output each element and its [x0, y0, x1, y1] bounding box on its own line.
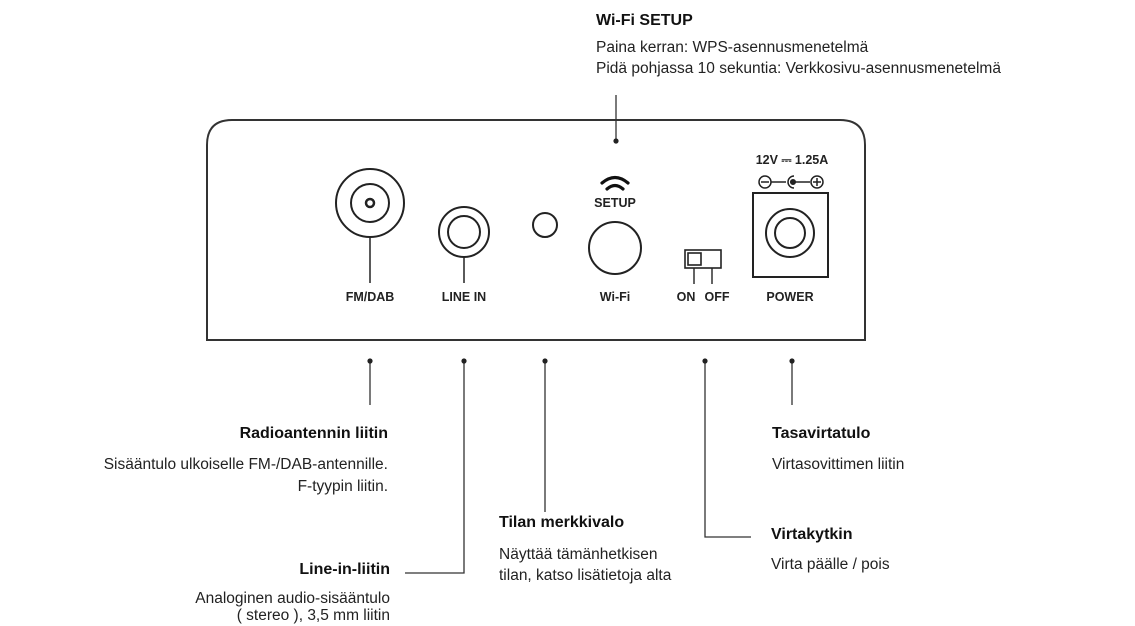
wifi-setup-line-2: Pidä pohjassa 10 sekuntia: Verkkosivu-as…	[596, 60, 1001, 77]
device-panel-outline	[206, 119, 866, 341]
power-rating-label: 12V ⎓ 1.25A	[756, 153, 829, 167]
line-in-callout-line-1: Analoginen audio-sisääntulo	[195, 590, 390, 607]
line-in-jack	[438, 206, 490, 283]
dc-in-callout-title: Tasavirtatulo	[772, 425, 871, 442]
switch-callout-title: Virtakytkin	[771, 526, 853, 543]
antenna-callout-title: Radioantennin liitin	[239, 425, 388, 442]
antenna-callout-line-2: F-tyypin liitin.	[297, 478, 388, 495]
fm-dab-label: FM/DAB	[346, 290, 395, 304]
wifi-label: Wi-Fi	[600, 290, 630, 304]
switch-callout-line-1: Virta päälle / pois	[771, 556, 890, 573]
wifi-signal-icon	[600, 175, 630, 191]
wifi-setup-leader-dot	[613, 138, 619, 144]
dc-power-socket	[752, 192, 829, 278]
dc-in-callout-line-1: Virtasovittimen liitin	[772, 456, 905, 473]
status-callout-line-1: Näyttää tämänhetkisen	[499, 546, 658, 563]
callout-leader-lines	[369, 362, 793, 574]
status-callout-title: Tilan merkkivalo	[499, 514, 625, 531]
line-in-label: LINE IN	[442, 290, 486, 304]
status-callout-line-2: tilan, katso lisätietoja alta	[499, 567, 672, 584]
status-led	[532, 212, 558, 238]
setup-label: SETUP	[594, 196, 636, 210]
wifi-setup-title: Wi-Fi SETUP	[596, 12, 693, 29]
power-switch	[684, 249, 722, 284]
callout-leader-dots	[367, 358, 795, 364]
wifi-setup-button	[588, 221, 642, 275]
polarity-symbol-icon	[758, 175, 824, 189]
wifi-setup-line-1: Paina kerran: WPS-asennusmenetelmä	[596, 39, 869, 56]
line-in-callout-line-2: ( stereo ), 3,5 mm liitin	[236, 607, 390, 624]
fm-dab-socket	[335, 168, 405, 283]
power-label: POWER	[766, 290, 813, 304]
line-in-callout-title: Line-in-liitin	[299, 561, 390, 578]
on-label: ON	[677, 290, 696, 304]
antenna-callout-line-1: Sisääntulo ulkoiselle FM-/DAB-antennille…	[103, 456, 388, 473]
off-label: OFF	[705, 290, 730, 304]
